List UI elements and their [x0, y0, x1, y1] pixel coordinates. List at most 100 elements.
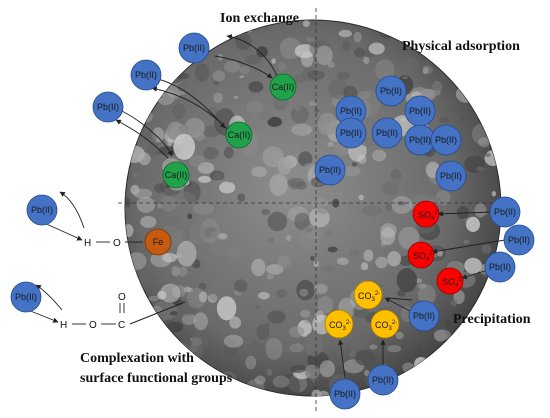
arrow-pb-to-so4-3 — [461, 269, 489, 280]
lead-ion-label: Pb(II) — [183, 43, 205, 53]
carbonate-ion-2: CO32- — [324, 309, 354, 339]
sem-grain — [194, 63, 210, 82]
hydrogen-atom-1: H — [84, 238, 91, 249]
sem-grain — [146, 142, 160, 157]
sem-grain — [268, 237, 275, 244]
sem-grain — [256, 46, 268, 58]
oxygen-atom-1: O — [113, 238, 121, 249]
calcium-ion-label: Ca(II) — [165, 170, 188, 180]
arrow-pb-to-so4-2 — [431, 239, 506, 254]
sulfate-ion-3: SO42- — [436, 267, 464, 295]
sem-grain — [137, 24, 143, 32]
sem-grain — [474, 203, 487, 218]
sem-grain — [358, 194, 364, 201]
sem-grain — [428, 358, 440, 366]
sem-grain — [351, 162, 358, 167]
sem-grain — [136, 196, 156, 213]
sem-grain — [198, 282, 207, 291]
lead-ion-circle — [367, 364, 399, 396]
sem-grain — [269, 173, 288, 196]
arrow-h-release-2 — [35, 284, 63, 311]
sem-grain — [417, 284, 436, 306]
hydroxyl-group: H O — [84, 238, 143, 249]
sem-grain — [321, 338, 326, 342]
sem-grain — [160, 283, 181, 303]
sem-grain — [455, 85, 477, 103]
sem-grain — [306, 37, 316, 43]
lead-ion-label: Pb(II) — [409, 135, 431, 145]
lead-ion-label: Pb(II) — [372, 375, 394, 385]
sem-grain — [125, 309, 138, 323]
sem-grain — [375, 256, 388, 269]
sem-grain — [477, 294, 500, 314]
sem-grain — [265, 337, 283, 360]
sem-grain — [277, 255, 291, 269]
sem-grain — [494, 95, 501, 110]
sem-grain — [219, 181, 236, 194]
lead-ion-label: Pb(II) — [340, 128, 362, 138]
sem-grain — [130, 184, 140, 195]
sem-grain — [337, 361, 342, 366]
lead-ion: Pb(II) — [178, 32, 210, 64]
lead-ion-circle — [484, 251, 516, 283]
sem-grain — [131, 32, 153, 57]
sem-grain — [149, 40, 169, 56]
sem-grain — [245, 355, 257, 370]
arrow-pb-to-so4-1 — [437, 211, 493, 217]
bond-c-surface — [129, 301, 186, 325]
calcium-ion-1: Ca(II) — [269, 73, 297, 101]
sem-grain — [482, 74, 497, 83]
sem-grain — [258, 291, 270, 300]
sem-grain — [160, 196, 177, 213]
sem-grain — [314, 108, 320, 113]
sem-grain — [209, 170, 225, 181]
sem-grain — [288, 326, 305, 338]
sem-grain — [172, 103, 186, 120]
oxygen-atom-2: O — [89, 320, 97, 331]
sem-grain — [363, 56, 370, 65]
precipitation-label: Precipitation — [453, 312, 531, 327]
lead-ion: Pb(II) — [26, 194, 58, 226]
lead-ion-circle — [92, 91, 124, 123]
sem-grain — [169, 311, 178, 316]
lead-ion-circle — [435, 160, 467, 192]
sem-grain — [291, 123, 313, 136]
carbonate-ions: CO32- CO32- CO32- — [324, 280, 400, 339]
lead-ion: Pb(II) — [367, 364, 399, 396]
sem-grain — [239, 75, 245, 79]
sem-grain — [267, 211, 288, 232]
sem-grain — [347, 203, 354, 209]
arrow-ca-release-3 — [115, 119, 169, 159]
sem-grain — [264, 321, 270, 328]
arrow-pb-to-co3-1 — [384, 297, 413, 313]
sem-grain — [293, 101, 302, 112]
sem-grain — [311, 389, 322, 396]
sem-grain — [435, 372, 447, 385]
sem-grain — [435, 190, 451, 206]
sem-grain — [449, 62, 454, 67]
sem-grain — [432, 387, 438, 393]
sem-grain — [127, 86, 137, 92]
sem-grain — [193, 132, 206, 141]
sem-grain — [217, 233, 228, 240]
sem-grain — [287, 206, 309, 223]
sem-grain — [182, 231, 191, 241]
sem-grain — [247, 340, 266, 361]
sem-grain — [155, 32, 175, 56]
sem-grain — [414, 363, 420, 368]
lead-ion: Pb(II) — [489, 196, 521, 228]
sem-grain — [302, 20, 310, 27]
sem-grain — [191, 331, 208, 352]
lead-ion: Pb(II) — [503, 224, 535, 256]
lead-ion: Pb(II) — [404, 95, 436, 127]
sem-particle — [124, 19, 502, 397]
sulfate-label: SO42- — [413, 251, 435, 263]
sem-grain — [132, 173, 138, 178]
carbon-atom: C — [118, 320, 125, 331]
sem-grain — [266, 274, 274, 280]
sem-grain — [185, 338, 192, 347]
sem-grain — [327, 246, 338, 253]
sem-grain — [328, 78, 348, 100]
sem-grain — [402, 76, 409, 80]
